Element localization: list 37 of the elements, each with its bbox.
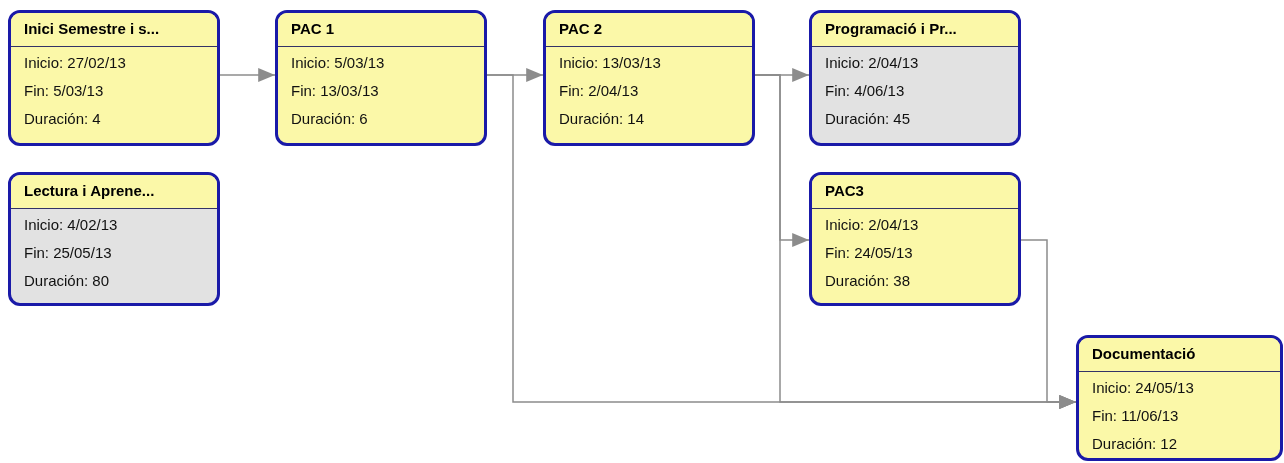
task-title: Documentació <box>1092 344 1196 365</box>
task-detail: Duración: 12 <box>1092 434 1179 454</box>
task-detail: Duración: 14 <box>559 109 646 129</box>
task-detail: Fin: 24/05/13 <box>825 243 914 263</box>
task-detail: Fin: 11/06/13 <box>1092 406 1180 426</box>
task-title: PAC 2 <box>559 19 603 40</box>
arrow <box>1020 239 1077 409</box>
task-detail: Inicio: 27/02/13 <box>24 53 127 73</box>
task-title: Lectura i Aprene... <box>24 181 155 202</box>
task-detail: Inicio: 24/05/13 <box>1092 378 1195 398</box>
task-detail: Inicio: 2/04/13 <box>825 215 920 235</box>
task-detail: Fin: 5/03/13 <box>24 81 105 101</box>
task-title: PAC3 <box>825 181 864 202</box>
task-card <box>543 10 755 146</box>
task-title: PAC 1 <box>291 19 335 40</box>
task-card <box>809 172 1021 306</box>
task-detail: Fin: 4/06/13 <box>825 81 906 101</box>
task-card <box>8 172 220 306</box>
task-detail: Duración: 6 <box>291 109 369 129</box>
task-card <box>809 10 1021 146</box>
task-detail: Duración: 4 <box>24 109 102 129</box>
task-detail: Inicio: 5/03/13 <box>291 53 386 73</box>
task-title: Inici Semestre i s... <box>24 19 160 40</box>
task-detail: Inicio: 4/02/13 <box>24 215 119 235</box>
task-title: Programació i Pr... <box>825 19 957 40</box>
task-detail: Inicio: 13/03/13 <box>559 53 662 73</box>
task-detail: Fin: 25/05/13 <box>24 243 113 263</box>
task-detail: Fin: 13/03/13 <box>291 81 380 101</box>
task-card <box>8 10 220 146</box>
task-card <box>1076 335 1283 461</box>
task-detail: Inicio: 2/04/13 <box>825 53 920 73</box>
task-card <box>275 10 487 146</box>
task-detail: Duración: 38 <box>825 271 912 291</box>
arrow <box>219 68 276 82</box>
task-detail: Fin: 2/04/13 <box>559 81 640 101</box>
task-detail: Duración: 45 <box>825 109 912 129</box>
task-detail: Duración: 80 <box>24 271 111 291</box>
